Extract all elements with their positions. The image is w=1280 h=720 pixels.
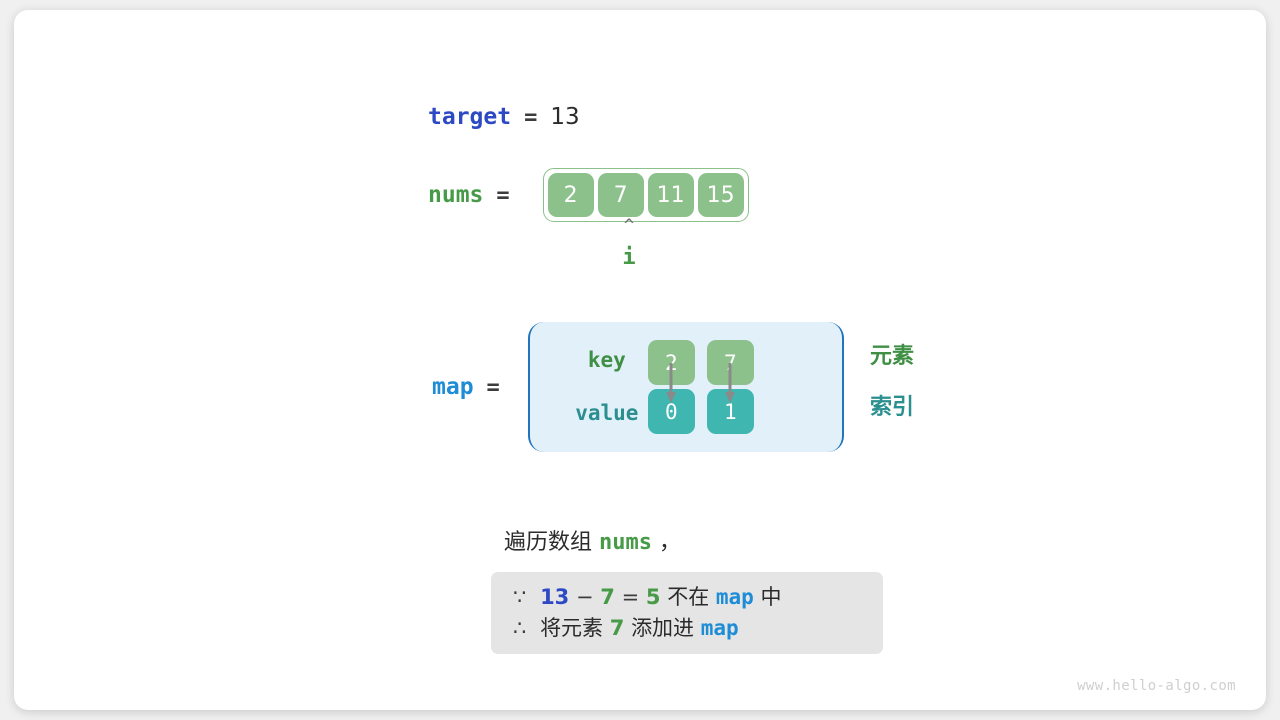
- key-to-value-arrow-icon: [666, 363, 677, 403]
- legend-index-label: 索引: [870, 395, 915, 420]
- map-label: map: [432, 374, 474, 400]
- array-cell: 7: [597, 173, 644, 217]
- target-equals-sign: =: [524, 105, 538, 130]
- explain2-value: 7: [609, 616, 625, 640]
- explanation-line-2: ∴ 将元素 7 添加进 map: [513, 613, 861, 644]
- map-entry: 7 1: [706, 340, 754, 434]
- nums-equals-sign: =: [496, 182, 510, 208]
- explain2-map-keyword: map: [700, 616, 739, 640]
- map-container: key value 2 0 7 1: [527, 322, 844, 452]
- index-pointer-group: ^ i: [606, 218, 652, 269]
- watermark: www.hello-algo.com: [1077, 678, 1236, 694]
- because-symbol: ∵: [513, 585, 527, 609]
- map-value-cell: 1: [706, 389, 754, 434]
- explain-target-value: 13: [540, 585, 570, 609]
- nums-array: 2 7 11 15: [542, 168, 749, 222]
- map-legend: 元素 索引: [870, 346, 990, 419]
- key-to-value-arrow-icon: [725, 363, 736, 403]
- caption-suffix: ，: [659, 530, 682, 555]
- explain-current-value: 7: [600, 585, 615, 609]
- diagram-card: target = 13 nums = 2 7 11 15 ^ i map = k…: [14, 10, 1266, 710]
- caption-keyword-nums: nums: [599, 530, 652, 555]
- target-value: 13: [550, 104, 580, 130]
- explanation-line-1: ∵ 13 − 7 = 5 不在 map 中: [513, 582, 861, 613]
- pointer-label: i: [622, 245, 636, 270]
- explain2-text-start: 将元素: [540, 616, 604, 640]
- caption-line: 遍历数组 nums ，: [504, 524, 681, 556]
- array-cell: 15: [697, 173, 744, 217]
- array-cell: 2: [547, 173, 594, 217]
- caption-prefix: 遍历数组: [504, 530, 593, 555]
- map-value-row-label: value: [575, 401, 639, 425]
- map-entries: 2 0 7 1: [647, 340, 754, 434]
- explain-text-mid: 不在: [667, 585, 710, 609]
- array-cell: 11: [647, 173, 694, 217]
- explanation-box: ∵ 13 − 7 = 5 不在 map 中 ∴ 将元素 7 添加进 map: [491, 572, 883, 654]
- nums-label: nums: [428, 182, 484, 208]
- target-row: target = 13: [428, 104, 580, 130]
- map-row: map = key value 2 0 7: [432, 322, 844, 452]
- explain-text-end: 中: [760, 585, 782, 609]
- nums-row: nums = 2 7 11 15: [428, 168, 749, 222]
- therefore-symbol: ∴: [513, 616, 527, 640]
- map-entry: 2 0: [647, 340, 695, 434]
- explain-complement-value: 5: [645, 585, 661, 609]
- equals-symbol: =: [621, 585, 640, 609]
- explain-map-keyword: map: [715, 585, 754, 609]
- minus-symbol: −: [575, 585, 594, 609]
- target-label: target: [428, 104, 512, 130]
- explain2-text-mid: 添加进: [631, 616, 695, 640]
- map-equals-sign: =: [486, 374, 500, 400]
- legend-element-label: 元素: [870, 344, 915, 369]
- map-key-row-label: key: [587, 348, 626, 372]
- caret-icon: ^: [623, 216, 635, 236]
